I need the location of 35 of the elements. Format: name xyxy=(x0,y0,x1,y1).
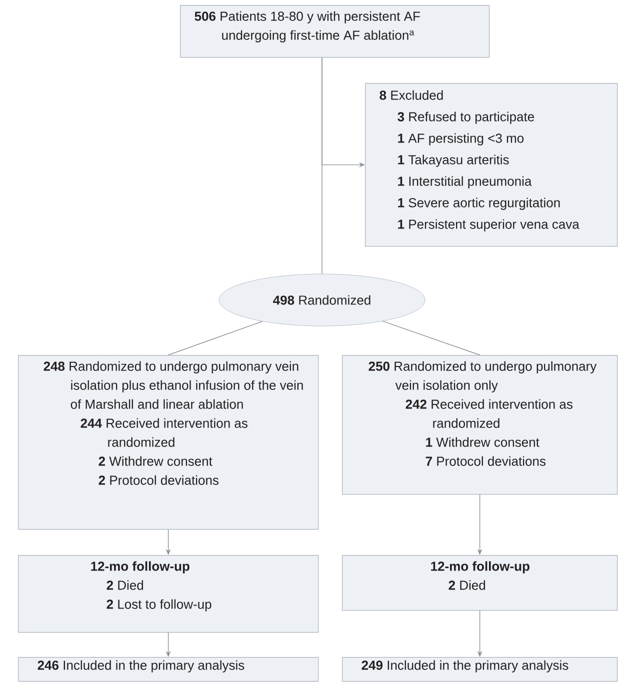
box-text: 249 Included in the primary analysis xyxy=(362,660,568,672)
flow-box xyxy=(180,5,490,58)
box-text: 1 AF persisting <3 mo xyxy=(398,133,524,146)
box-text: 1 Takayasu arteritis xyxy=(398,154,509,167)
box-text: 2 Protocol deviations xyxy=(98,475,218,485)
box-text: 1 Severe aortic regurgitation xyxy=(398,198,560,210)
box-text: 7 Protocol deviations xyxy=(426,456,546,466)
node-text: 498 Randomized xyxy=(273,295,370,305)
flow-box xyxy=(342,555,618,611)
flow-box xyxy=(342,657,618,682)
box-text: 3 Refused to participate xyxy=(398,112,534,124)
box-text: 506 Patients 18-80 y with persistent AF undergoing first-time AF ablation$^{a}$ xyxy=(194,11,420,42)
box-text: 2 Withdrew consent xyxy=(98,456,212,466)
flow-box xyxy=(18,355,319,530)
box-text: 12-mo follow-up xyxy=(431,561,530,574)
box-text: 12-mo follow-up xyxy=(91,561,190,574)
box-text: 242 Received intervention as randomized xyxy=(406,399,572,428)
flow-box xyxy=(18,657,319,682)
box-text: 1 Interstitial pneumonia xyxy=(398,176,532,188)
box-text: 1 Withdrew consent xyxy=(426,437,540,447)
box-text: 2 Died xyxy=(448,580,486,590)
box-text: 250 Randomized to undergo pulmonary vein isolation only xyxy=(368,361,597,392)
flow-box xyxy=(18,555,319,633)
box-text: 1 Persistent superior vena cava xyxy=(398,219,580,232)
box-text: 246 Included in the primary analysis xyxy=(38,660,244,672)
ellipse-node xyxy=(218,274,426,326)
box-text: 2 Died xyxy=(106,580,144,590)
box-text: 244 Received intervention as randomized xyxy=(80,418,248,447)
box-text: 248 Randomized to undergo pulmonary vein isolation plus ethanol infusion of the vein of Marshall and linear ablation xyxy=(44,361,303,409)
box-text: 8 Excluded xyxy=(380,90,443,100)
flow-box xyxy=(365,83,618,247)
connector-line xyxy=(382,320,480,356)
connector-line xyxy=(168,321,263,356)
box-text: 2 Lost to follow-up xyxy=(106,599,212,612)
flow-box xyxy=(342,355,618,495)
